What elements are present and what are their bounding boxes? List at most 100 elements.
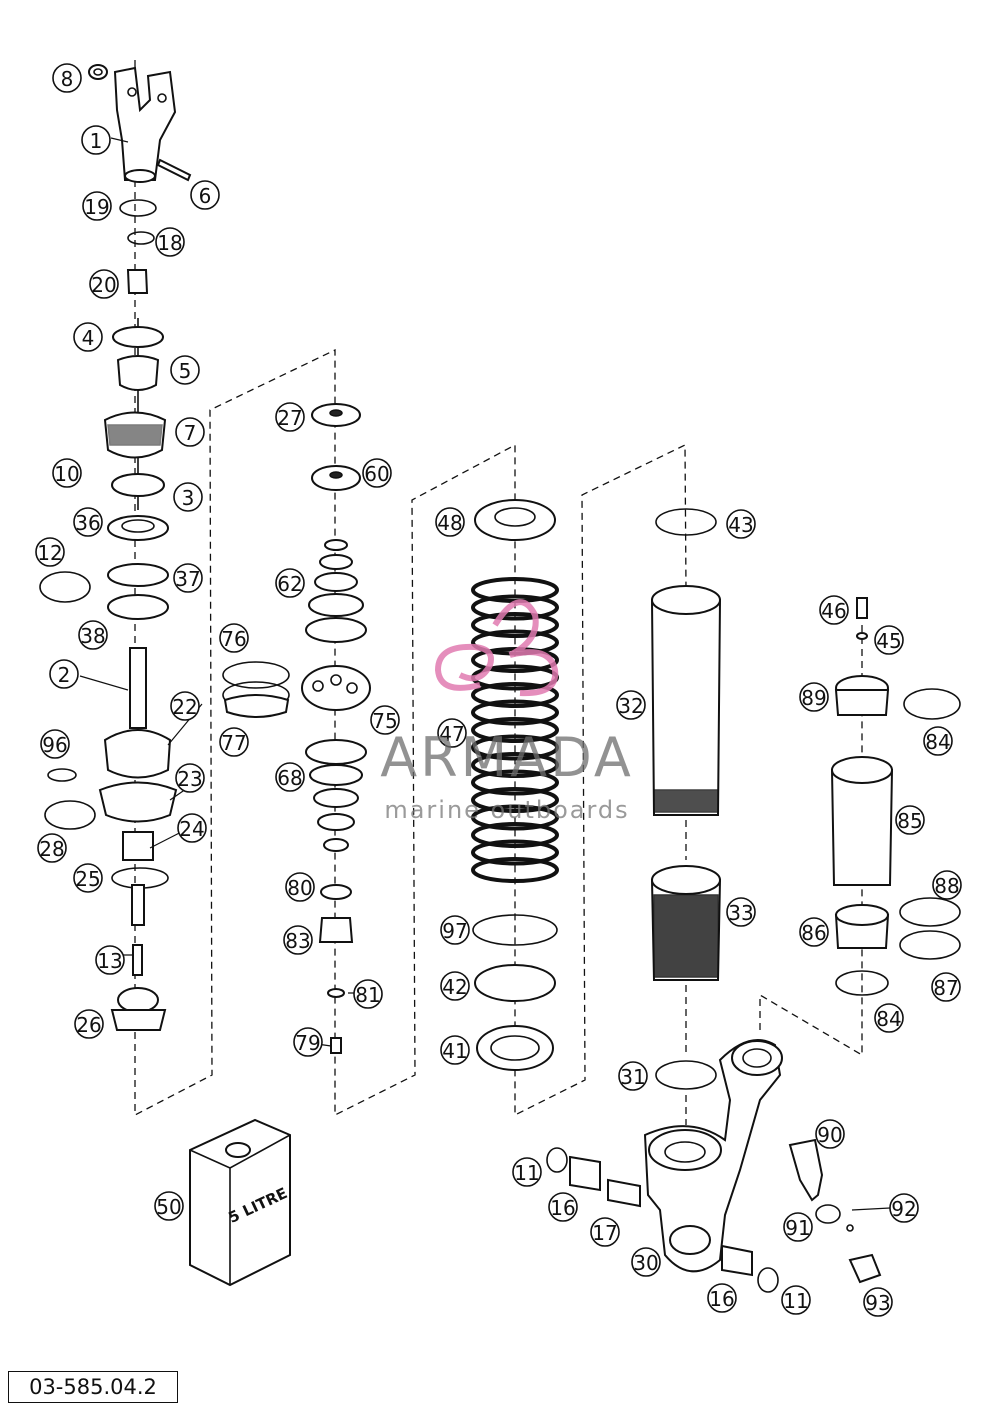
callout-68: 68 <box>275 762 305 792</box>
callout-87: 87 <box>931 972 961 1002</box>
callout-number: 48 <box>437 511 462 535</box>
callout-number: 68 <box>277 766 302 790</box>
callout-circle <box>219 727 249 757</box>
callout-circle <box>437 718 467 748</box>
callout-circle <box>275 402 305 432</box>
callout-circle <box>95 945 125 975</box>
callout-28: 28 <box>37 833 67 863</box>
callout-circle <box>275 568 305 598</box>
callout-10: 10 <box>52 458 82 488</box>
callout-circle <box>783 1212 813 1242</box>
callout-number: 10 <box>54 462 79 486</box>
callout-33: 33 <box>726 897 756 927</box>
callout-circle <box>370 705 400 735</box>
callout-circle <box>707 1283 737 1313</box>
document-number: 03-585.04.2 <box>8 1371 178 1403</box>
spring-coil <box>471 822 559 848</box>
callout-93: 93 <box>863 1287 893 1317</box>
callout-77: 77 <box>219 727 249 757</box>
callout-circle <box>40 729 70 759</box>
callout-92: 92 <box>889 1193 919 1223</box>
spring-coil <box>471 612 559 638</box>
callout-number: 7 <box>184 421 197 445</box>
callout-number: 16 <box>550 1196 575 1220</box>
callout-number: 42 <box>442 975 467 999</box>
callout-1: 1 <box>81 125 111 155</box>
callout-number: 45 <box>876 629 901 653</box>
callout-number: 83 <box>285 929 310 953</box>
callout-number: 31 <box>620 1065 645 1089</box>
callout-number: 62 <box>277 572 302 596</box>
callout-16b: 16 <box>707 1283 737 1313</box>
callout-84: 84 <box>923 726 953 756</box>
callout-circle <box>170 691 200 721</box>
callout-circle <box>89 269 119 299</box>
callout-circle <box>781 1285 811 1315</box>
spring-coil <box>471 699 559 726</box>
callout-38: 38 <box>78 620 108 650</box>
callout-2: 2 <box>49 659 79 689</box>
callout-48: 48 <box>435 507 465 537</box>
callout-circle <box>923 726 953 756</box>
callout-27: 27 <box>275 402 305 432</box>
callout-81: 81 <box>353 979 383 1009</box>
callout-circle <box>82 191 112 221</box>
callout-number: 79 <box>295 1031 320 1055</box>
callout-24: 24 <box>177 813 207 843</box>
callout-number: 11 <box>783 1289 808 1313</box>
callout-83: 83 <box>283 925 313 955</box>
callout-circle <box>35 537 65 567</box>
spring-coil <box>471 857 559 883</box>
watermark-brand: ARMADA <box>380 726 634 789</box>
callout-number: 85 <box>897 809 922 833</box>
callout-30: 30 <box>631 1247 661 1277</box>
callout-number: 8 <box>61 67 74 91</box>
callout-circle <box>175 763 205 793</box>
callout-number: 46 <box>821 599 846 623</box>
callout-number: 97 <box>442 919 467 943</box>
callout-37: 37 <box>173 563 203 593</box>
column-2-parts <box>222 403 371 1054</box>
callout-number: 1 <box>90 129 103 153</box>
callout-number: 77 <box>221 731 246 755</box>
callout-circle <box>799 682 829 712</box>
callout-number: 60 <box>364 462 389 486</box>
callout-23: 23 <box>175 763 205 793</box>
callout-number: 88 <box>934 874 959 898</box>
callout-number: 81 <box>355 983 380 1007</box>
callout-number: 19 <box>84 195 109 219</box>
callout-number: 30 <box>633 1251 658 1275</box>
callout-circle <box>293 1027 323 1057</box>
callout-circle <box>154 1191 184 1221</box>
callout-number: 37 <box>175 567 200 591</box>
callout-3: 3 <box>173 482 203 512</box>
callout-80: 80 <box>285 872 315 902</box>
spring-coil <box>471 769 559 796</box>
callout-11b: 11 <box>781 1285 811 1315</box>
callout-41: 41 <box>440 1035 470 1065</box>
callout-circle <box>73 322 103 352</box>
callout-circle <box>440 1035 470 1065</box>
callout-16: 16 <box>548 1192 578 1222</box>
callout-number: 80 <box>287 876 312 900</box>
spring-coil <box>471 839 559 866</box>
callout-6: 6 <box>190 180 220 210</box>
callout-circle <box>616 690 646 720</box>
callout-circle <box>73 863 103 893</box>
callout-85: 85 <box>895 805 925 835</box>
watermark-logo <box>434 599 559 697</box>
callout-number: 12 <box>37 541 62 565</box>
callout-number: 25 <box>75 867 100 891</box>
callout-circle <box>49 659 79 689</box>
callout-number: 87 <box>933 976 958 1000</box>
callout-circle <box>219 623 249 653</box>
column-3-parts <box>471 499 559 1071</box>
callout-7: 7 <box>175 417 205 447</box>
callout-circle <box>874 625 904 655</box>
callout-number: 11 <box>514 1161 539 1185</box>
callout-11: 11 <box>512 1157 542 1187</box>
callout-4: 4 <box>73 322 103 352</box>
callout-number: 33 <box>728 901 753 925</box>
callout-50: 50 <box>154 1191 184 1221</box>
watermark-tagline: marine outboards <box>384 796 630 824</box>
